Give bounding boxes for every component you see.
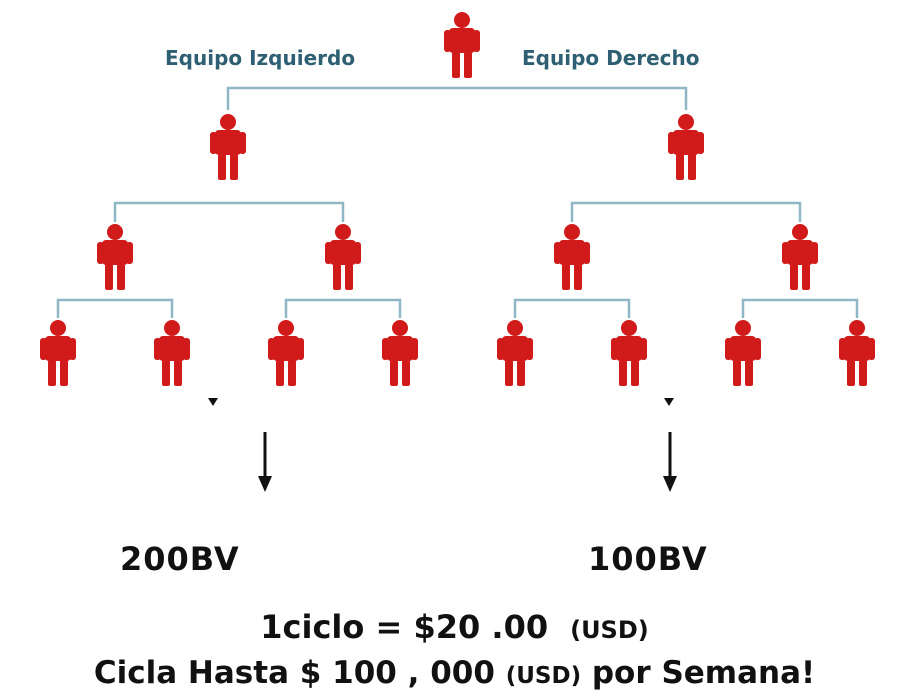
connector-l3-1 — [56, 298, 174, 318]
arrow-down-right-icon — [663, 432, 677, 492]
cycle-main-text: 1ciclo = $20 .00 — [260, 608, 549, 646]
person-icon-l2-3 — [554, 224, 590, 290]
marker-left-icon — [208, 398, 218, 406]
person-icon-l3-3 — [268, 320, 304, 386]
person-icon-l2-2 — [325, 224, 361, 290]
tree-connectors — [56, 86, 859, 318]
person-icon-left — [210, 114, 246, 180]
person-icon-l3-5 — [497, 320, 533, 386]
connector-left-l2 — [113, 201, 345, 222]
weekly-unit-text: (USD) — [505, 663, 582, 689]
person-icon-l2-4 — [782, 224, 818, 290]
weekly-limit-line: Cicla Hasta $ 100 , 000 (USD) por Semana… — [0, 655, 909, 691]
binary-tree-diagram — [40, 12, 875, 492]
person-icon-l3-8 — [839, 320, 875, 386]
arrow-down-left-icon — [258, 432, 272, 492]
marker-right-icon — [664, 398, 674, 406]
left-team-label: Equipo Izquierdo — [165, 46, 356, 70]
person-icon-l3-1 — [40, 320, 76, 386]
connector-right-l2 — [570, 201, 802, 222]
weekly-pre-text: Cicla Hasta $ 100 , 000 — [93, 655, 506, 691]
connector-l3-4 — [741, 298, 859, 318]
connector-root — [226, 86, 688, 110]
weekly-post-text: por Semana! — [581, 655, 816, 691]
person-icon-l3-7 — [725, 320, 761, 386]
person-icon-l2-1 — [97, 224, 133, 290]
right-team-label: Equipo Derecho — [522, 46, 700, 70]
person-icon-l3-6 — [611, 320, 647, 386]
person-icon-l3-4 — [382, 320, 418, 386]
person-icon-root — [444, 12, 480, 78]
person-icon-l3-2 — [154, 320, 190, 386]
left-bv-value: 200BV — [120, 540, 240, 578]
person-icon-right — [668, 114, 704, 180]
cycle-unit-text: (USD) — [570, 616, 649, 644]
connector-l3-2 — [284, 298, 402, 318]
cycle-value-line: 1ciclo = $20 .00 (USD) — [0, 608, 909, 646]
connector-l3-3 — [513, 298, 631, 318]
right-bv-value: 100BV — [588, 540, 708, 578]
